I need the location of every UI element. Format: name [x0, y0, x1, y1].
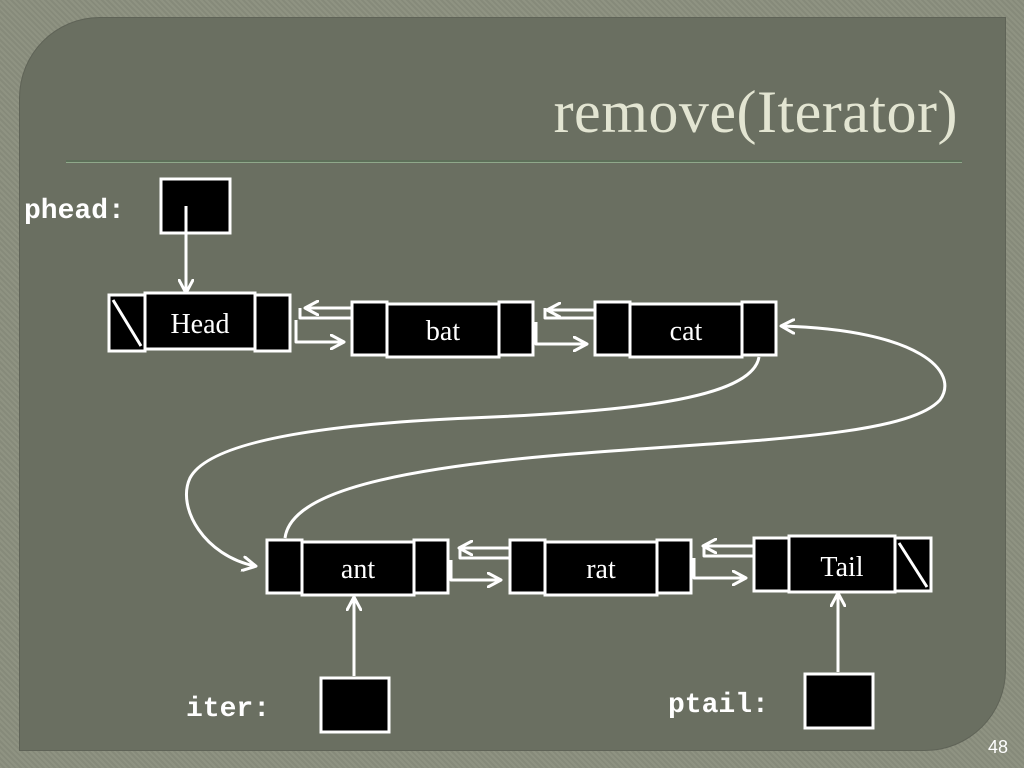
node-bat-label: bat	[426, 316, 460, 347]
phead-label: phead:	[24, 196, 125, 227]
ptail-pointer-box	[803, 672, 875, 730]
title-divider	[66, 160, 962, 163]
next-arrow-ant-rat	[449, 560, 500, 580]
iter-pointer-box	[319, 676, 391, 734]
next-arrow-cat-ant	[184, 356, 761, 566]
null-slash	[897, 542, 929, 588]
next-arrow-bat-cat	[534, 322, 586, 344]
next-arrow-rat-tail	[692, 558, 745, 578]
node-rat-label: rat	[586, 554, 616, 585]
ptail-label: ptail:	[668, 690, 769, 721]
node-tail: Tail	[752, 534, 933, 594]
iter-label: iter:	[186, 694, 270, 725]
node-cat: cat	[593, 300, 778, 359]
node-head-label: Head	[170, 309, 229, 340]
prev-arrow-ant-cat	[283, 326, 947, 539]
page-number: 48	[987, 737, 1008, 757]
node-rat: rat	[508, 538, 693, 597]
node-ant: ant	[265, 538, 450, 597]
node-tail-label: Tail	[820, 552, 863, 583]
slide-panel	[20, 18, 1005, 750]
prev-arrow-cat-bat	[543, 308, 595, 320]
phead-pointer-box	[159, 177, 232, 235]
page-title: remove(Iterator)	[553, 79, 958, 145]
node-bat: bat	[350, 300, 535, 359]
node-cat-label: cat	[670, 316, 703, 347]
prev-arrow-bat-head	[298, 308, 352, 320]
node-head: Head	[107, 291, 292, 353]
next-arrow-head-bat	[294, 320, 343, 342]
node-ant-label: ant	[341, 554, 375, 585]
null-slash	[111, 299, 143, 347]
